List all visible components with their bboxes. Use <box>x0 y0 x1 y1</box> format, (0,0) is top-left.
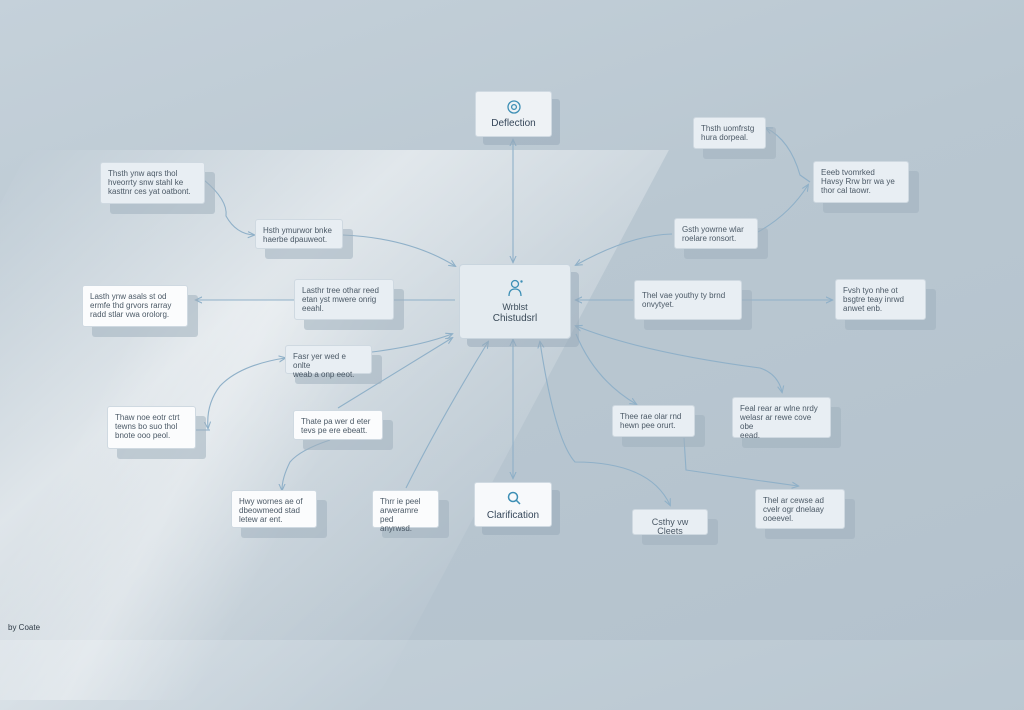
edge-n12 <box>576 233 673 265</box>
node-18[interactable]: Thel ar cewse ad cvelr ogr dnelaay ooeev… <box>755 489 845 529</box>
node-8-line: letew ar ent. <box>239 515 283 524</box>
node-14-line: bsgtre teay inrwd <box>843 295 904 304</box>
node-18-line: ooeevel. <box>763 514 794 523</box>
node-8-line: Hwy wornes ae of <box>239 497 303 506</box>
bottom-hub-label: Clarification <box>486 510 540 521</box>
node-1[interactable]: Thsth ynw aqrs thol hveorrty snw stahl k… <box>100 162 205 204</box>
node-12-line: roelare ronsort. <box>682 234 737 243</box>
person-icon <box>508 279 523 297</box>
edge-n2 <box>342 234 455 266</box>
node-4-line: Lasthr tree othar reed <box>302 286 379 295</box>
node-4-line: etan yst mwere onrig <box>302 295 377 304</box>
magnifier-icon <box>507 491 521 505</box>
node-14-line: Fvsh tyo nhe ot <box>843 286 898 295</box>
node-2-line: haerbe dpauweot. <box>263 235 328 244</box>
at-sign-icon <box>507 100 521 114</box>
edge-n16 <box>576 326 782 392</box>
node-3-line: radd stlar vwa orolorg. <box>90 310 170 319</box>
node-16-line: eead. <box>740 431 761 440</box>
node-16-line: Feal rear ar wlne nrdy <box>740 404 818 413</box>
node-2[interactable]: Hsth ymurwor bnke haerbe dpauweot. <box>255 219 343 249</box>
node-7-line: tevs pe ere ebeatt. <box>301 426 368 435</box>
node-13-line: Thel vae youthy ty brnd <box>642 291 726 300</box>
node-12-line: Gsth yowrne wlar <box>682 225 744 234</box>
node-10-line: Thsth uomfrstg <box>701 124 755 133</box>
node-6-line: bnote ooo peol. <box>115 431 171 440</box>
edge-n7 <box>337 338 452 409</box>
node-15[interactable]: Thee rae olar rnd hewn pee orurt. <box>612 405 695 437</box>
node-13-line: onvytyet. <box>642 300 675 309</box>
node-5-line: Fasr yer wed e onlte <box>293 352 346 370</box>
node-10-line: hura dorpeal. <box>701 133 749 142</box>
node-11-line: thor cal taowr. <box>821 186 871 195</box>
node-3-line: Lasth ynw asals st od <box>90 292 167 301</box>
bottom-hub-node[interactable]: Clarification <box>474 482 552 527</box>
node-3[interactable]: Lasth ynw asals st od ermfe thd grvors r… <box>82 285 188 327</box>
node-17[interactable]: Csthy vw Cleets <box>632 509 708 536</box>
node-6-line: Thaw noe eotr ctrt <box>115 413 180 422</box>
node-16-line: welasr ar rewe cove obe <box>740 413 812 431</box>
node-14-line: anwet enb. <box>843 304 883 313</box>
node-3-line: ermfe thd grvors rarray <box>90 301 172 310</box>
edge-n5-n6 <box>208 358 285 428</box>
node-11[interactable]: Eeeb tvomrked Havsy Rrw brr wa ye thor c… <box>813 161 909 203</box>
edge-n15-n18 <box>683 437 798 486</box>
edge-n7-n8 <box>282 439 331 490</box>
node-7-line: Thate pa wer d eter <box>301 417 371 426</box>
node-6[interactable]: Thaw noe eotr ctrt tewns bo suo thol bno… <box>107 406 196 449</box>
node-14[interactable]: Fvsh tyo nhe ot bsgtre teay inrwd anwet … <box>835 279 926 320</box>
node-18-line: cvelr ogr dnelaay <box>763 505 824 514</box>
node-9-line: anyrwsd. <box>380 524 413 533</box>
edge-n12-n11 <box>757 185 808 233</box>
node-15-line: hewn pee orurt. <box>620 421 676 430</box>
node-17-line: Csthy vw Cleets <box>651 517 689 536</box>
top-hub-node[interactable]: Deflection <box>475 91 552 137</box>
edge-n10-n11 <box>766 128 811 183</box>
node-1-line: hveorrty snw stahl ke <box>108 178 184 187</box>
central-node[interactable]: Wrblst Chistudsrl <box>459 264 571 339</box>
node-8-line: dbeowmeod stad <box>239 506 300 515</box>
edge-n1-n2 <box>203 179 254 235</box>
edge-n5 <box>371 334 452 353</box>
node-16[interactable]: Feal rear ar wlne nrdy welasr ar rewe co… <box>732 397 831 440</box>
node-15-line: Thee rae olar rnd <box>620 412 682 421</box>
node-11-line: Eeeb tvomrked <box>821 168 875 177</box>
node-6-line: tewns bo suo thol <box>115 422 178 431</box>
node-4-line: eeahl. <box>302 304 324 313</box>
node-1-line: kasttnr ces yat oatbont. <box>108 187 191 196</box>
node-5-line: weab a onp eeot. <box>293 370 355 379</box>
node-9-line: Thrr ie peel <box>380 497 421 506</box>
node-8[interactable]: Hwy wornes ae of dbeowmeod stad letew ar… <box>231 490 317 528</box>
node-10[interactable]: Thsth uomfrstg hura dorpeal. <box>693 117 766 149</box>
node-13[interactable]: Thel vae youthy ty brnd onvytyet. <box>634 280 742 320</box>
edge-n15 <box>575 333 636 404</box>
footer-credit: by Coate <box>8 623 41 632</box>
node-11-line: Havsy Rrw brr wa ye <box>821 177 895 186</box>
edge-n17 <box>540 342 670 505</box>
central-node-subtitle: Chistudsrl <box>492 313 538 324</box>
node-2-line: Hsth ymurwor bnke <box>263 226 332 235</box>
top-hub-label: Deflection <box>491 118 536 129</box>
node-7[interactable]: Thate pa wer d eter tevs pe ere ebeatt. <box>293 410 383 440</box>
node-1-line: Thsth ynw aqrs thol <box>108 169 178 178</box>
node-4[interactable]: Lasthr tree othar reed etan yst mwere on… <box>294 279 394 320</box>
central-node-title: Wrblst <box>502 302 528 312</box>
node-9-line: arweramre ped <box>380 506 419 524</box>
node-9[interactable]: Thrr ie peel arweramre ped anyrwsd. <box>372 490 439 533</box>
edge-n9 <box>405 342 488 489</box>
node-5[interactable]: Fasr yer wed e onlte weab a onp eeot. <box>285 345 372 379</box>
node-18-line: Thel ar cewse ad <box>763 496 824 505</box>
node-12[interactable]: Gsth yowrne wlar roelare ronsort. <box>674 218 758 249</box>
